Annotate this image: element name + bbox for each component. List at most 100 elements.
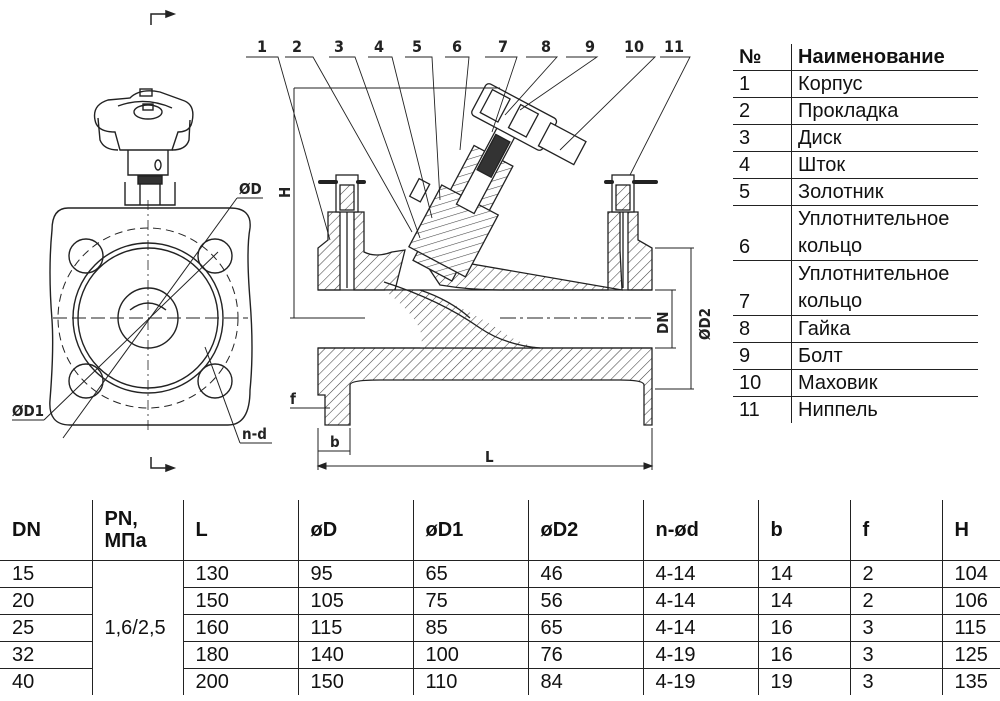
cell-DN: 15 <box>0 560 92 588</box>
spec-header-b: b <box>757 500 850 561</box>
cell-H: 104 <box>941 560 1000 588</box>
cell-b: 16 <box>757 614 850 642</box>
dim-label-H: H <box>276 187 294 198</box>
cell-D: 140 <box>297 641 413 669</box>
spec-header-nd: n-ød <box>642 500 758 561</box>
part-name: Прокладка <box>791 97 978 125</box>
spec-header-H: H <box>941 500 1000 561</box>
dim-label-b: b <box>330 433 340 451</box>
parts-header-num: № <box>733 44 792 71</box>
callout-2: 2 <box>292 37 302 56</box>
bolt-hole <box>197 238 233 274</box>
callout-9: 9 <box>585 37 595 56</box>
cell-nd: 4-19 <box>642 641 758 669</box>
part-num: 10 <box>733 369 792 397</box>
dim-label-L: L <box>485 448 494 466</box>
part-name: Уплотнительное кольцо <box>791 205 978 261</box>
part-num: 6 <box>733 205 792 261</box>
spec-header-f: f <box>849 500 942 561</box>
callout-4: 4 <box>374 37 384 56</box>
cell-f: 3 <box>849 614 942 642</box>
spec-header-DN: DN <box>0 500 92 561</box>
cell-L: 180 <box>182 641 298 669</box>
cell-L: 160 <box>182 614 298 642</box>
cell-D1: 110 <box>412 668 528 695</box>
cell-L: 150 <box>182 587 298 615</box>
section-view <box>246 56 691 426</box>
spec-row: 32 180 140 100 76 4-19 16 3 125 <box>0 641 1000 669</box>
part-num: 5 <box>733 178 792 206</box>
part-name: Болт <box>791 342 978 370</box>
callout-1: 1 <box>257 37 267 56</box>
cell-f: 2 <box>849 587 942 615</box>
cell-PN: 1,6/2,5 <box>91 560 183 695</box>
part-num: 9 <box>733 342 792 370</box>
callout-5: 5 <box>412 37 422 56</box>
part-name: Диск <box>791 124 978 152</box>
cell-D1: 65 <box>412 560 528 588</box>
dim-label-f: f <box>290 390 296 408</box>
bolt-hole <box>197 363 233 399</box>
callout-8: 8 <box>541 37 551 56</box>
spec-row: 40 200 150 110 84 4-19 19 3 135 <box>0 668 1000 695</box>
dim-label-n-d: n-d <box>242 425 267 443</box>
bolt-hole <box>68 363 104 399</box>
cell-b: 19 <box>757 668 850 695</box>
cell-f: 3 <box>849 641 942 669</box>
dim-label-D1: ØD1 <box>12 402 44 420</box>
section-mark-bottom <box>150 457 177 473</box>
valve-drawing: ØD ØD1 n-d <box>12 9 714 473</box>
spec-row: 25 160 115 85 65 4-14 16 3 115 <box>0 614 1000 642</box>
spec-header-PN: PN, МПа <box>91 500 183 561</box>
cell-DN: 20 <box>0 587 92 615</box>
part-name: Маховик <box>791 369 978 397</box>
cell-D: 105 <box>297 587 413 615</box>
cell-nd: 4-19 <box>642 668 758 695</box>
cell-L: 130 <box>182 560 298 588</box>
cell-D2: 76 <box>527 641 643 669</box>
spec-header-D2: øD2 <box>527 500 643 561</box>
part-name: Гайка <box>791 315 978 343</box>
front-view <box>12 88 272 444</box>
cell-DN: 32 <box>0 641 92 669</box>
cell-D: 150 <box>297 668 413 695</box>
cell-H: 106 <box>941 587 1000 615</box>
spec-header-row: DN PN, МПа L øD øD1 øD2 n-ød b f H <box>0 500 1000 561</box>
callout-11: 11 <box>664 37 684 56</box>
part-num: 2 <box>733 97 792 125</box>
nipple-left <box>318 174 366 288</box>
bolt-hole <box>68 238 104 274</box>
cell-D2: 46 <box>527 560 643 588</box>
cell-nd: 4-14 <box>642 587 758 615</box>
callout-10: 10 <box>624 37 644 56</box>
spec-row: 15 1,6/2,5 130 95 65 46 4-14 14 2 104 <box>0 560 1000 695</box>
part-name: Золотник <box>791 178 978 206</box>
part-name: Шток <box>791 151 978 179</box>
cell-nd: 4-14 <box>642 614 758 642</box>
cell-D: 95 <box>297 560 413 588</box>
callout-3: 3 <box>334 37 344 56</box>
cell-H: 125 <box>941 641 1000 669</box>
callout-leaders <box>246 56 691 241</box>
part-num: 11 <box>733 396 792 423</box>
part-name: Уплотнительное кольцо <box>791 260 978 316</box>
spec-header-D1: øD1 <box>412 500 528 561</box>
callout-6: 6 <box>452 37 462 56</box>
cell-f: 3 <box>849 668 942 695</box>
part-name: Ниппель <box>798 399 878 421</box>
cell-DN: 25 <box>0 614 92 642</box>
parts-table-header: № Наименование <box>733 44 978 71</box>
dimensions-table: DN PN, МПа L øD øD1 øD2 n-ød b f H 15 1,… <box>0 500 1000 695</box>
parts-header-name: Наименование <box>791 44 978 71</box>
cell-b: 16 <box>757 641 850 669</box>
cell-nd: 4-14 <box>642 560 758 588</box>
part-num: 7 <box>733 260 792 316</box>
